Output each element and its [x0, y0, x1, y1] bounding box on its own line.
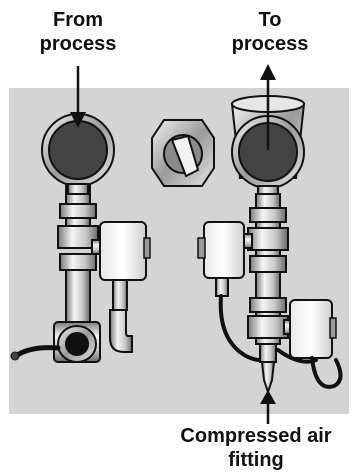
- right-fitting-3: [250, 256, 286, 272]
- left-solenoid-valve-icon: [100, 222, 146, 280]
- right-fitting-5: [248, 316, 288, 338]
- right-fitting-4: [250, 298, 286, 312]
- left-fitting-1: [60, 204, 96, 218]
- left-gauge-face: [49, 121, 107, 179]
- left-tee-opening: [65, 332, 89, 356]
- right-fitting-2: [248, 228, 288, 250]
- left-lower-pipe: [66, 268, 90, 328]
- left-gauge-neck: [68, 184, 88, 194]
- left-valve-cap: [144, 238, 150, 258]
- right-upper-valve-cap: [198, 238, 205, 258]
- left-fitting-3: [60, 254, 96, 270]
- right-lower-valve-cap: [330, 318, 336, 338]
- to-process-arrow-head: [260, 64, 276, 80]
- right-upper-valve-stem: [216, 278, 228, 296]
- left-valve-stem: [113, 280, 127, 310]
- toggle-switch-icon: [152, 120, 214, 186]
- right-fitting-1: [250, 208, 286, 222]
- compressed-air-fitting-body: [260, 344, 276, 362]
- right-upper-solenoid-valve-icon: [204, 222, 244, 278]
- left-hose-end: [11, 352, 19, 360]
- right-lower-solenoid-valve-icon: [290, 300, 332, 358]
